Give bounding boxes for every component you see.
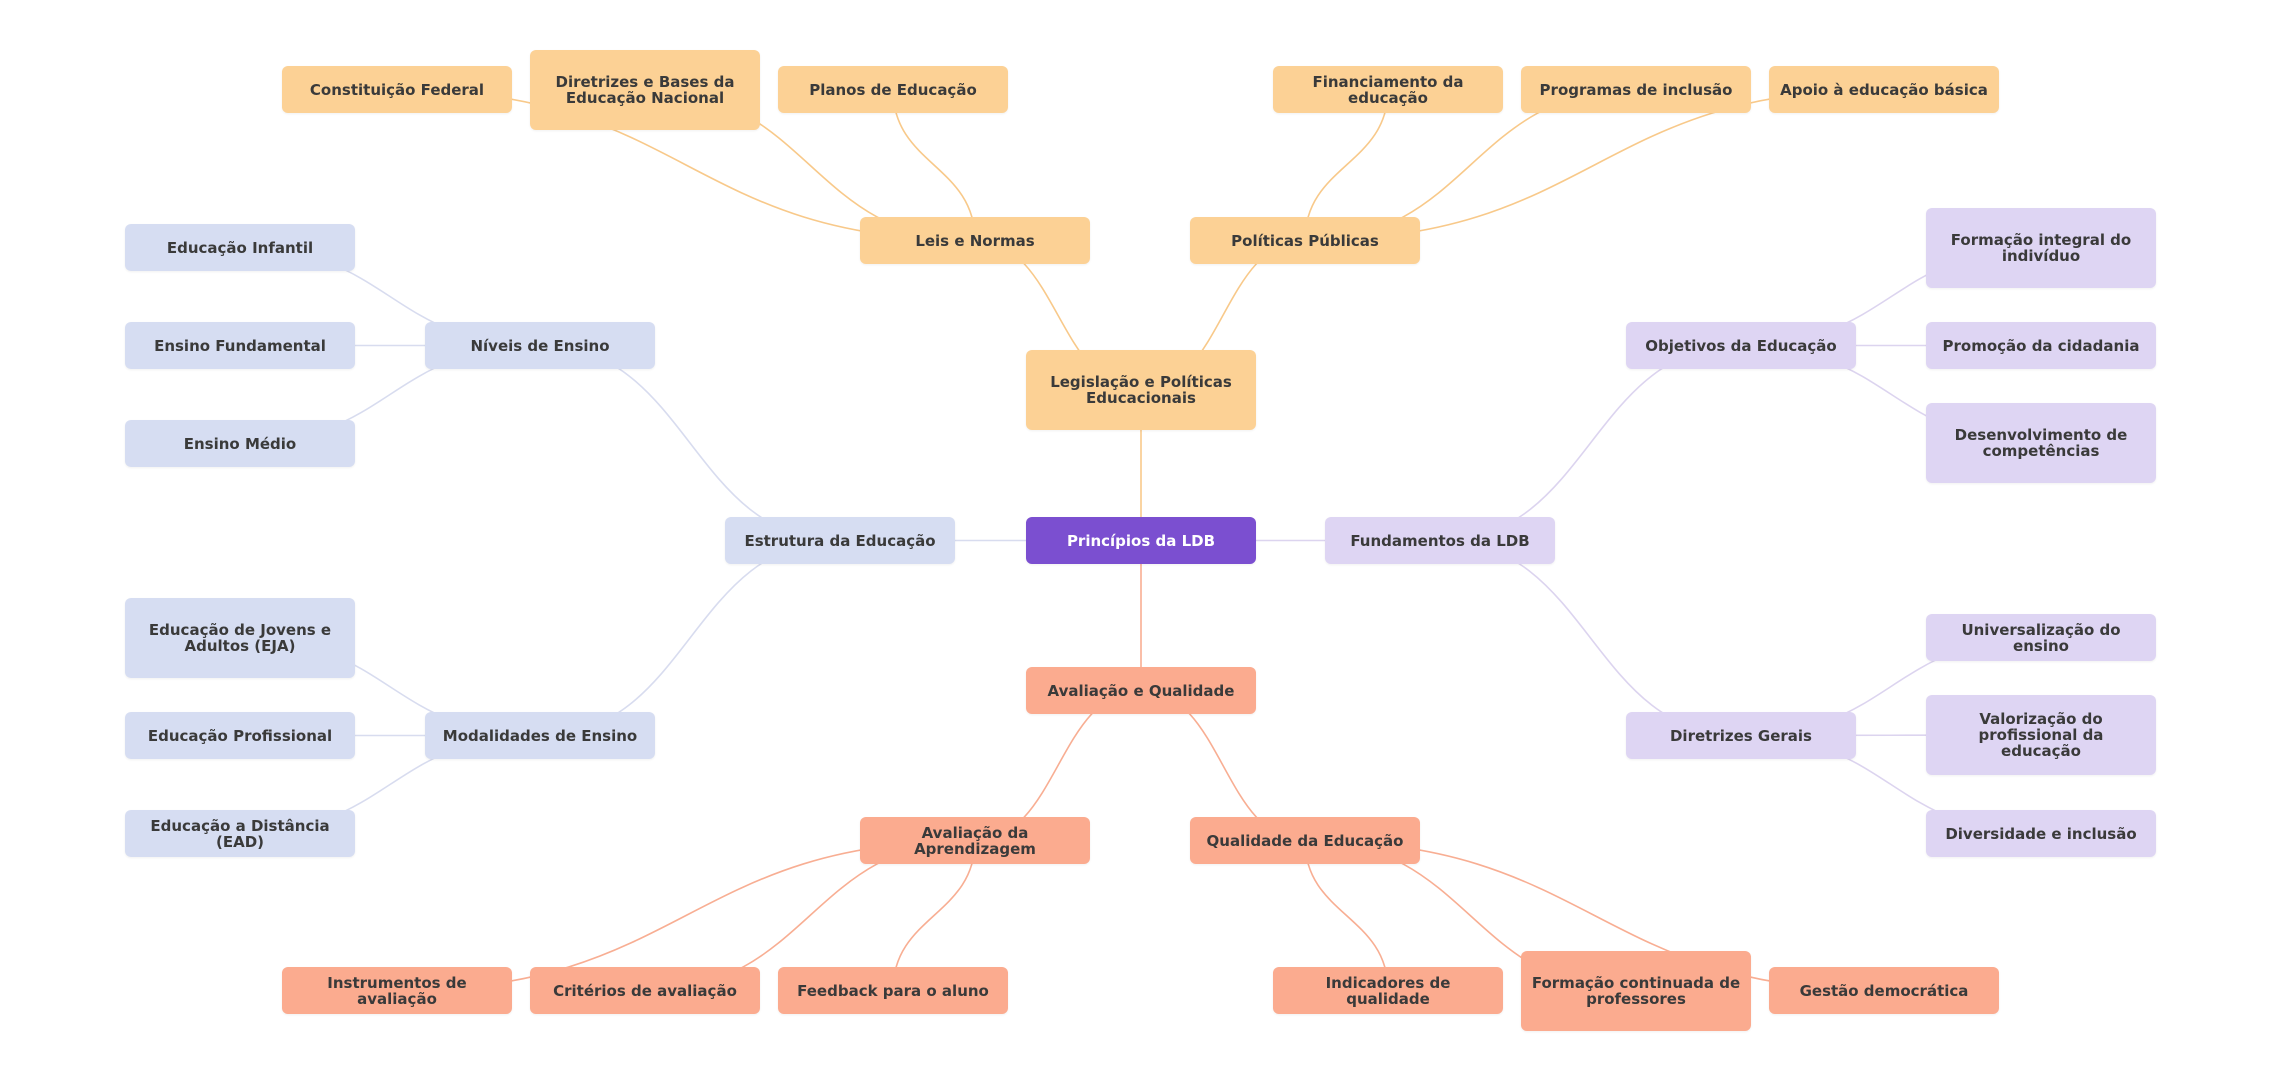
leaf-constituicao-federal[interactable]: Constituição Federal (282, 66, 512, 113)
leaf-gestao-democratica[interactable]: Gestão democrática (1769, 967, 1999, 1014)
leaf-universalizacao-ensino[interactable]: Universalização do ensino (1926, 614, 2156, 661)
connector-line-33 (892, 840, 976, 991)
leaf-ensino-medio[interactable]: Ensino Médio (125, 420, 355, 467)
sub-leis-normas[interactable]: Leis e Normas (860, 217, 1090, 264)
leaf-criterios-avaliacao[interactable]: Critérios de avaliação (530, 967, 760, 1014)
sub-qualidade-educacao[interactable]: Qualidade da Educação (1190, 817, 1420, 864)
leaf-instrumentos-avaliacao[interactable]: Instrumentos de avaliação (282, 967, 512, 1014)
leaf-diretrizes-bases[interactable]: Diretrizes e Bases da Educação Nacional (530, 50, 760, 130)
sub-avaliacao-aprendizagem[interactable]: Avaliação da Aprendizagem (860, 817, 1090, 864)
leaf-valorizacao-profissional[interactable]: Valorização do profissional da educação (1926, 695, 2156, 775)
leaf-programas-inclusao[interactable]: Programas de inclusão (1521, 66, 1751, 113)
connector-line-22 (1439, 539, 1742, 737)
root-node[interactable]: Princípios da LDB (1026, 517, 1256, 564)
leaf-feedback-aluno[interactable]: Feedback para o aluno (778, 967, 1008, 1014)
leaf-educacao-profissional[interactable]: Educação Profissional (125, 712, 355, 759)
leaf-ead[interactable]: Educação a Distância (EAD) (125, 810, 355, 857)
branch-estrutura[interactable]: Estrutura da Educação (725, 517, 955, 564)
leaf-educacao-infantil[interactable]: Educação Infantil (125, 224, 355, 271)
leaf-apoio-educacao-basica[interactable]: Apoio à educação básica (1769, 66, 1999, 113)
sub-diretrizes-gerais[interactable]: Diretrizes Gerais (1626, 712, 1856, 759)
leaf-planos-educacao[interactable]: Planos de Educação (778, 66, 1008, 113)
connector-line-10 (1304, 89, 1389, 241)
sub-politicas-publicas[interactable]: Políticas Públicas (1190, 217, 1420, 264)
connector-line-21 (1439, 344, 1742, 542)
leaf-desenvolvimento-competencias[interactable]: Desenvolvimento de competências (1926, 403, 2156, 483)
sub-objetivos-educacao[interactable]: Objetivos da Educação (1626, 322, 1856, 369)
sub-niveis-ensino[interactable]: Níveis de Ensino (425, 322, 655, 369)
sub-modalidades-ensino[interactable]: Modalidades de Ensino (425, 712, 655, 759)
branch-legislacao[interactable]: Legislação e Políticas Educacionais (1026, 350, 1256, 430)
leaf-formacao-continuada[interactable]: Formação continuada de professores (1521, 951, 1751, 1031)
leaf-indicadores-qualidade[interactable]: Indicadores de qualidade (1273, 967, 1503, 1014)
connector-line-34 (1304, 840, 1389, 991)
leaf-promocao-cidadania[interactable]: Promoção da cidadania (1926, 322, 2156, 369)
connector-line-14 (539, 539, 841, 737)
connector-line-9 (892, 89, 976, 241)
branch-avaliacao[interactable]: Avaliação e Qualidade (1026, 667, 1256, 714)
leaf-ensino-fundamental[interactable]: Ensino Fundamental (125, 322, 355, 369)
leaf-formacao-integral[interactable]: Formação integral do indivíduo (1926, 208, 2156, 288)
leaf-diversidade-inclusao[interactable]: Diversidade e inclusão (1926, 810, 2156, 857)
leaf-financiamento[interactable]: Financiamento da educação (1273, 66, 1503, 113)
connector-line-13 (539, 344, 841, 542)
leaf-eja[interactable]: Educação de Jovens e Adultos (EJA) (125, 598, 355, 678)
branch-fundamentos[interactable]: Fundamentos da LDB (1325, 517, 1555, 564)
